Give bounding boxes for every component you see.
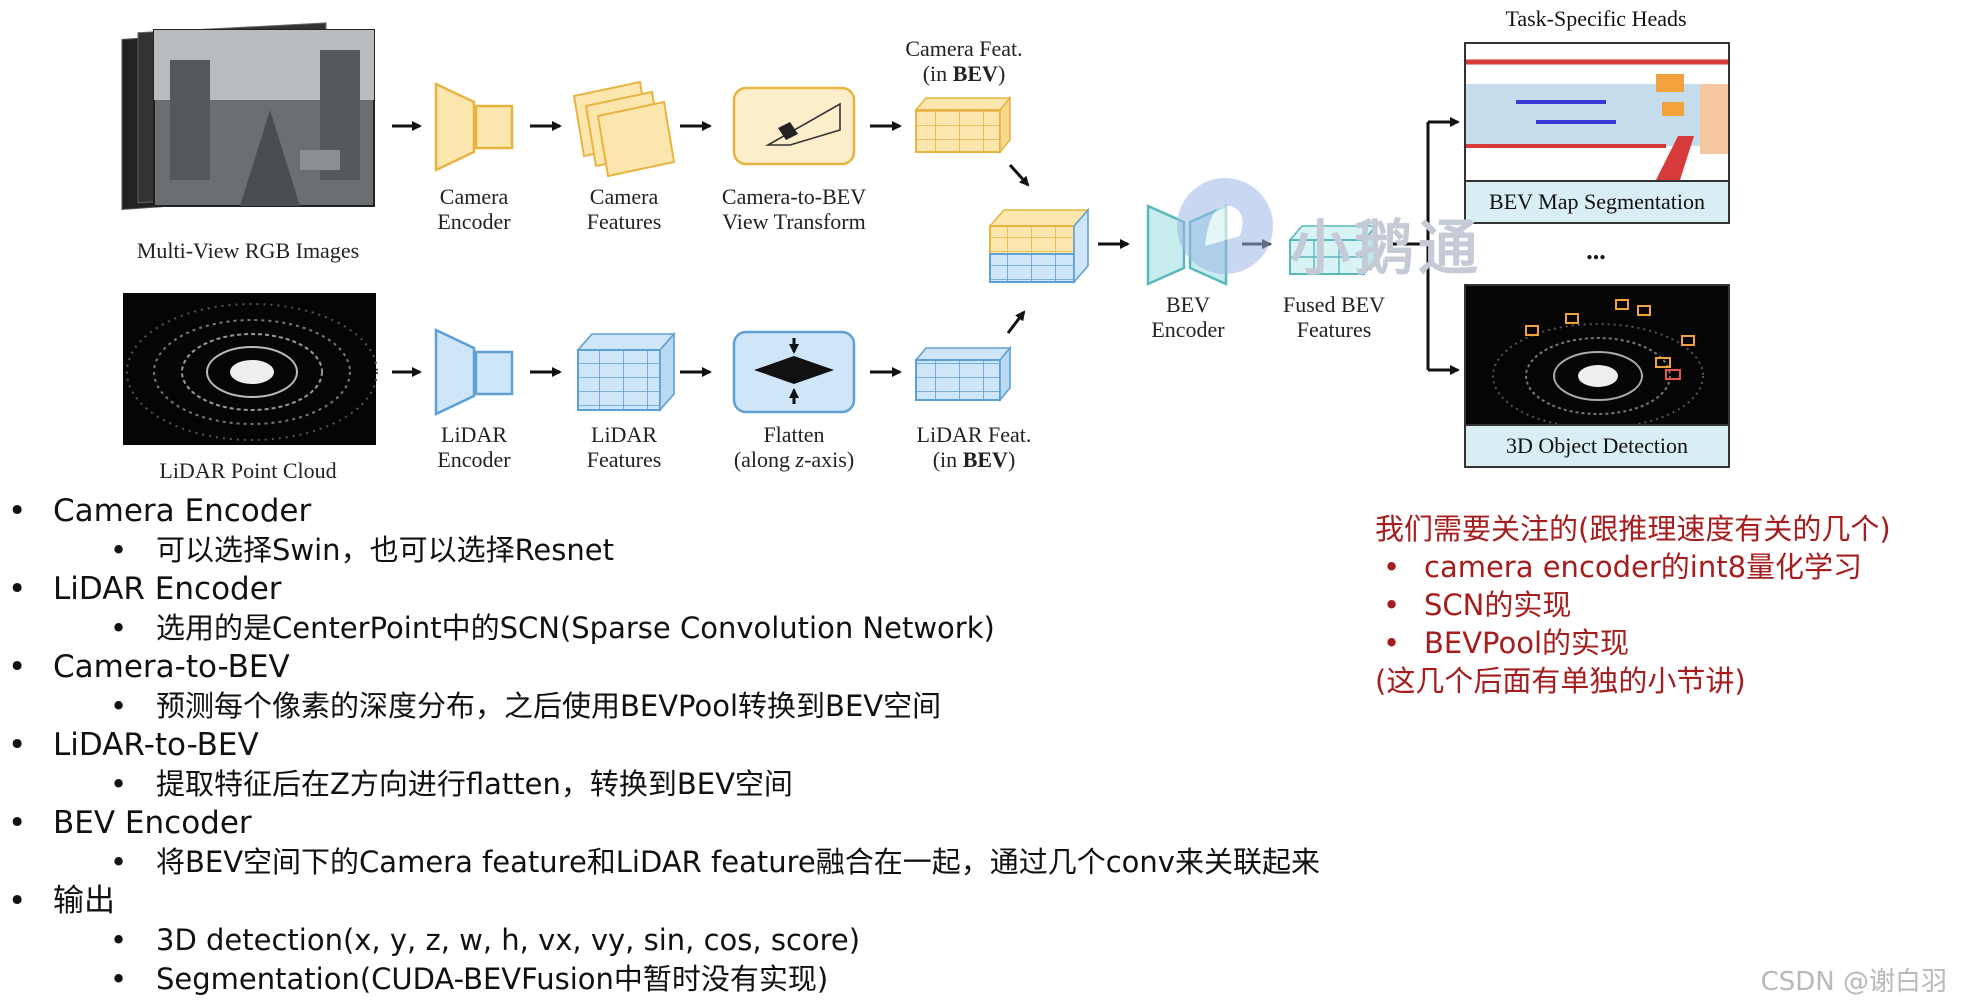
map-segmentation-image — [1466, 44, 1728, 180]
bev-encoder-label-l1: BEV — [1166, 292, 1210, 317]
note-sub: 3D detection(x, y, z, w, h, vx, vy, sin,… — [0, 921, 1440, 960]
camera-bev-feat-label-l1: Camera Feat. — [905, 36, 1023, 61]
note-sub: Segmentation(CUDA-BEVFusion中暂时没有实现) — [0, 960, 1440, 999]
lidar-encoder-label-l1: LiDAR — [441, 422, 507, 447]
flatten-z: z — [795, 447, 805, 472]
diagram-canvas — [121, 22, 1460, 445]
csdn-credit: CSDN @谢白羽 — [1760, 967, 1947, 997]
object-detection-image — [1466, 286, 1728, 429]
lidar-point-cloud-label: LiDAR Point Cloud — [159, 458, 337, 483]
flatten-label-l1: Flatten — [763, 422, 825, 447]
camera-bev-feat-close: ) — [997, 61, 1006, 86]
multiview-images — [121, 22, 375, 211]
lidar-features-shape — [576, 331, 676, 413]
camera-bev-feat-label: Camera Feat. (in BEV) — [884, 36, 1044, 86]
watermark-text: 小鹅通 — [1290, 214, 1482, 284]
camera-features-shape — [572, 80, 676, 178]
fused-bev-label-l1: Fused BEV — [1282, 292, 1386, 317]
camera-features-label-l1: Camera — [589, 184, 659, 209]
focus-title: 我们需要关注的(跟推理速度有关的几个) — [1375, 512, 1891, 546]
lidar-bev-feat-open: (in — [932, 447, 963, 472]
focus-item: camera encoder的int8量化学习 — [1375, 548, 1963, 586]
arrows-camera-branch — [392, 121, 1030, 187]
fused-bev-label-l2: Features — [1296, 317, 1372, 342]
multiview-images-label: Multi-View RGB Images — [136, 238, 360, 263]
note-title: Camera-to-BEV — [0, 648, 1440, 687]
note-title: BEV Encoder — [0, 804, 1440, 843]
camera-bev-feat-bev: BEV — [952, 61, 998, 86]
bev-encoder-label-l2: Encoder — [1151, 317, 1225, 342]
flatten-label: Flatten (along z-axis) — [704, 422, 884, 472]
object-detection-caption: 3D Object Detection — [1466, 424, 1728, 466]
lidar-bev-feat-close: ) — [1007, 447, 1016, 472]
arrows-lidar-branch — [392, 310, 1026, 377]
camera-to-bev-label: Camera-to-BEV View Transform — [694, 184, 894, 234]
fused-bev-feat-shape — [1288, 223, 1378, 277]
note-sub: 提取特征后在Z方向进行flatten，转换到BEV空间 — [0, 765, 1440, 804]
camera-bev-feat-open: (in — [922, 61, 953, 86]
focus-item: SCN的实现 — [1375, 586, 1963, 624]
flatten-label-l2: (along z-axis) — [704, 447, 884, 472]
note-title: LiDAR-to-BEV — [0, 726, 1440, 765]
notes-list: Camera Encoder 可以选择Swin，也可以选择Resnet LiDA… — [0, 492, 1440, 999]
camera-features-label-l2: Features — [586, 209, 662, 234]
camera-bev-feat-label-l2: (in BEV) — [884, 61, 1044, 86]
task-heads-title: Task-Specific Heads — [1505, 6, 1687, 31]
note-sub: 预测每个像素的深度分布，之后使用BEVPool转换到BEV空间 — [0, 687, 1440, 726]
camera-encoder-label-l1: Camera — [439, 184, 509, 209]
note-title: LiDAR Encoder — [0, 570, 1440, 609]
lidar-bev-feat-bev: BEV — [962, 447, 1008, 472]
camera-encoder-label-l2: Encoder — [437, 209, 511, 234]
fused-cube-shape — [988, 207, 1090, 285]
camera-encoder-label: Camera Encoder — [414, 184, 534, 234]
lidar-encoder-label: LiDAR Encoder — [414, 422, 534, 472]
note-sub: 选用的是CenterPoint中的SCN(Sparse Convolution … — [0, 609, 1440, 648]
camera-encoder-shape — [434, 82, 514, 172]
arrows-fusion — [1098, 117, 1460, 375]
bev-encoder-label: BEV Encoder — [1128, 292, 1248, 342]
flatten-axis: -axis) — [804, 447, 855, 472]
focus-footer: (这几个后面有单独的小节讲) — [1375, 664, 1746, 698]
note-sub: 可以选择Swin，也可以选择Resnet — [0, 531, 1440, 570]
camera-to-bev-shape — [732, 86, 856, 166]
object-detection-panel: 3D Object Detection — [1464, 284, 1730, 468]
bevfusion-diagram: BEV Map Segmentation Task-Specific Heads… — [0, 0, 1963, 483]
map-segmentation-caption: BEV Map Segmentation — [1466, 180, 1728, 222]
flatten-along: (along — [733, 447, 796, 472]
lidar-features-label-l1: LiDAR — [591, 422, 657, 447]
fused-bev-label: Fused BEV Features — [1254, 292, 1414, 342]
camera-to-bev-label-l2: View Transform — [722, 209, 866, 234]
lidar-features-label: LiDAR Features — [564, 422, 684, 472]
note-title: Camera Encoder — [0, 492, 1440, 531]
lidar-bev-feat-label-l2: (in BEV) — [884, 447, 1064, 472]
camera-bev-feat-shape — [914, 95, 1012, 155]
lidar-encoder-shape — [434, 328, 514, 416]
flatten-shape — [732, 330, 856, 414]
heads-ellipsis: ... — [1586, 236, 1606, 265]
focus-item: BEVPool的实现 — [1375, 624, 1963, 662]
note-title: 输出 — [0, 882, 1440, 921]
map-segmentation-panel: BEV Map Segmentation — [1464, 42, 1730, 224]
focus-notes: 我们需要关注的(跟推理速度有关的几个) camera encoder的int8量… — [1375, 510, 1963, 700]
camera-features-label: Camera Features — [564, 184, 684, 234]
lidar-bev-feat-label-l1: LiDAR Feat. — [916, 422, 1032, 447]
watermark-logo-icon — [1177, 178, 1273, 274]
lidar-encoder-label-l2: Encoder — [437, 447, 511, 472]
lidar-features-label-l2: Features — [586, 447, 662, 472]
lidar-point-cloud-image — [123, 293, 378, 445]
lidar-bev-feat-label: LiDAR Feat. (in BEV) — [884, 422, 1064, 472]
note-sub: 将BEV空间下的Camera feature和LiDAR feature融合在一… — [0, 843, 1440, 882]
lidar-bev-feat-shape — [914, 345, 1012, 403]
camera-to-bev-label-l1: Camera-to-BEV — [721, 184, 867, 209]
